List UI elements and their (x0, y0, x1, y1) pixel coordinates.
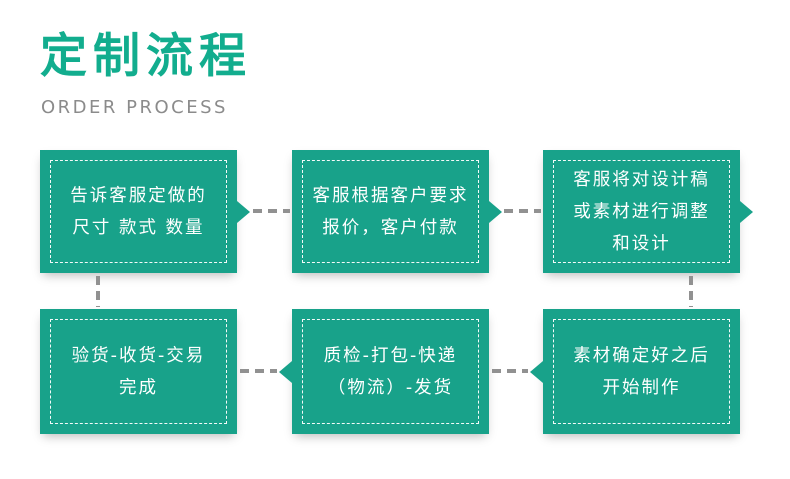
step-text-line: 质检-打包-快递 (323, 345, 458, 366)
arrow-left-icon (530, 360, 543, 383)
page-title: 定制流程 (40, 29, 252, 84)
flow-step-1-box: 告诉客服定做的 尺寸 款式 数量 (40, 150, 250, 273)
flow-step-5-box: 质检-打包-快递 （物流）-发货 (279, 309, 489, 434)
dashed-connector-step6-step1-vertical (96, 276, 100, 307)
dashed-connector-step1-step2 (253, 209, 290, 213)
arrow-left-icon (279, 360, 292, 383)
flow-step-2-text: 客服根据客户要求 报价，客户付款 (313, 180, 469, 244)
flow-step-6-text: 验货-收货-交易 完成 (72, 340, 206, 404)
dashed-connector-step4-step5 (492, 369, 528, 373)
flow-step-2-box: 客服根据客户要求 报价，客户付款 (292, 150, 502, 273)
flow-step-4-box: 素材确定好之后 开始制作 (530, 309, 740, 434)
flow-step-6-box: 验货-收货-交易 完成 (40, 309, 237, 434)
arrow-right-icon (489, 200, 502, 223)
dashed-connector-step5-step6 (240, 369, 277, 373)
step-text-line: 报价，客户付款 (322, 217, 459, 238)
page-subtitle: ORDER PROCESS (41, 97, 228, 118)
step-text-line: 和设计 (612, 233, 671, 254)
arrow-right-icon (237, 200, 250, 223)
flow-step-1-text: 告诉客服定做的 尺寸 款式 数量 (70, 180, 207, 244)
step-text-line: （物流）-发货 (327, 377, 454, 398)
step-text-line: 或素材进行调整 (573, 201, 710, 222)
step-text-line: 素材确定好之后 (573, 345, 710, 366)
flow-step-3-box: 客服将对设计稿 或素材进行调整 和设计 (543, 150, 753, 273)
step-text-line: 开始制作 (602, 377, 681, 398)
dashed-connector-step2-step3 (504, 209, 541, 213)
step-text-line: 告诉客服定做的 (70, 185, 207, 206)
step-text-line: 完成 (118, 377, 158, 398)
flow-step-4-text: 素材确定好之后 开始制作 (573, 340, 710, 404)
arrow-right-icon (740, 200, 753, 223)
step-text-line: 客服将对设计稿 (573, 169, 710, 190)
flow-step-3-text: 客服将对设计稿 或素材进行调整 和设计 (573, 164, 710, 260)
flow-step-5-text: 质检-打包-快递 （物流）-发货 (324, 340, 458, 404)
step-text-line: 尺寸 款式 数量 (72, 217, 205, 238)
dashed-connector-step3-step4-vertical (689, 276, 693, 307)
step-text-line: 验货-收货-交易 (71, 345, 206, 366)
step-text-line: 客服根据客户要求 (312, 185, 469, 206)
